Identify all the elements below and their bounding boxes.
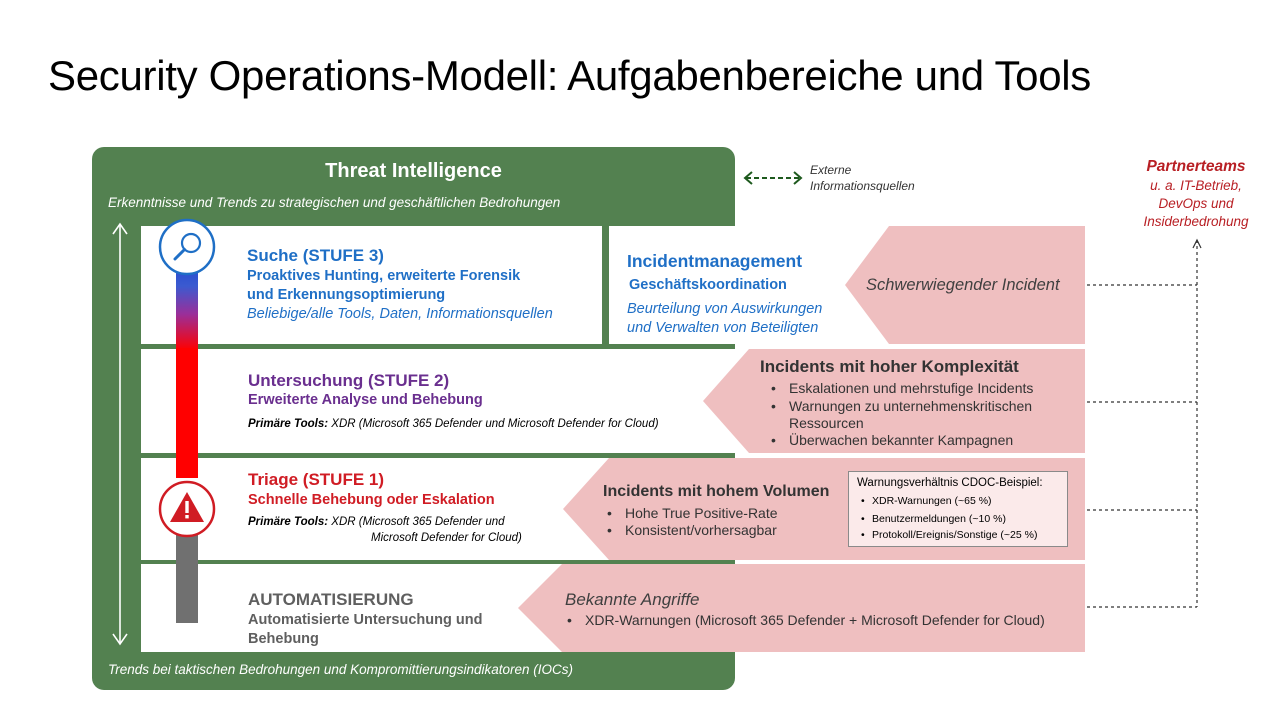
escalation-bar-bottom	[176, 520, 198, 623]
high-volume-title: Incidents mit hohem Volumen	[603, 483, 830, 500]
tier1-subtitle: Schnelle Behebung oder Eskalation	[248, 492, 495, 508]
tier2-tools: Primäre Tools: XDR (Microsoft 365 Defend…	[248, 418, 659, 430]
high-volume-item: Hohe True Positive-Rate	[607, 505, 777, 521]
external-sources-arrow-icon	[743, 171, 803, 185]
incident-management-subtitle: Geschäftskoordination	[629, 277, 787, 293]
tier3-line2: und Erkennungsoptimierung	[247, 287, 446, 303]
high-complexity-item: Überwachen bekannter Kampagnen	[771, 432, 1013, 448]
high-complexity-item: Warnungen zu unternehmenskritischen	[771, 398, 1032, 414]
tier2-subtitle: Erweiterte Analyse und Behebung	[248, 392, 483, 408]
tier3-tools: Beliebige/alle Tools, Daten, Information…	[247, 306, 553, 322]
threat-intelligence-title: Threat Intelligence	[325, 160, 502, 182]
partner-teams-line: Insiderbedrohung	[1143, 214, 1249, 229]
alert-ratio-item: Protokoll/Ereignis/Sonstige (~25 %)	[861, 529, 1038, 541]
tier2-tools-label: Primäre Tools:	[248, 418, 329, 430]
alert-ratio-title: Warnungsverhältnis CDOC-Beispiel:	[857, 477, 1043, 489]
high-complexity-title: Incidents mit hoher Komplexität	[760, 357, 1019, 376]
warning-triangle-icon	[158, 480, 216, 538]
known-attacks-title: Bekannte Angriffe	[565, 590, 700, 609]
vertical-double-arrow-icon	[112, 222, 128, 646]
partner-teams-line: u. a. IT-Betrieb,	[1150, 178, 1242, 193]
tier1-tools-text2: Microsoft Defender for Cloud)	[371, 532, 522, 544]
partner-teams-line: DevOps und	[1158, 196, 1234, 211]
incident-management-desc1: Beurteilung von Auswirkungen	[627, 301, 823, 317]
incident-management-desc2: und Verwalten von Beteiligten	[627, 320, 819, 336]
magnifier-icon	[158, 218, 216, 276]
page-title: Security Operations-Modell: Aufgabenbere…	[48, 52, 1092, 99]
external-sources-label2: Informationsquellen	[810, 179, 915, 193]
severe-incident-label: Schwerwiegender Incident	[866, 276, 1060, 294]
tier3-title: Suche (STUFE 3)	[247, 246, 384, 265]
threat-intelligence-bottom-text: Trends bei taktischen Bedrohungen und Ko…	[108, 662, 573, 677]
partner-connector-lines	[1087, 238, 1202, 608]
threat-intelligence-subtitle: Erkenntnisse und Trends zu strategischen…	[108, 195, 561, 210]
escalation-bar-top	[176, 270, 198, 350]
automation-line1: Automatisierte Untersuchung und	[248, 612, 483, 628]
tier1-tools: Primäre Tools: XDR (Microsoft 365 Defend…	[248, 516, 505, 528]
automation-line2: Behebung	[248, 631, 319, 647]
alert-ratio-item: XDR-Warnungen (~65 %)	[861, 495, 992, 507]
severe-incident-chevron	[845, 226, 1085, 344]
tier2-tools-text: XDR (Microsoft 365 Defender und Microsof…	[328, 418, 659, 430]
high-complexity-item: Eskalationen und mehrstufige Incidents	[771, 380, 1033, 396]
tier1-tools-text1: XDR (Microsoft 365 Defender und	[328, 516, 505, 528]
known-attacks-chevron	[518, 564, 1085, 652]
tier1-title: Triage (STUFE 1)	[248, 470, 385, 489]
partner-teams-title: Partnerteams	[1146, 158, 1246, 175]
high-complexity-item-continued: Ressourcen	[789, 415, 864, 431]
tier1-tools-label: Primäre Tools:	[248, 516, 329, 528]
automation-title: AUTOMATISIERUNG	[248, 590, 414, 609]
incident-management-title: Incidentmanagement	[627, 251, 803, 271]
tier2-title: Untersuchung (STUFE 2)	[248, 371, 450, 390]
tier3-line1: Proaktives Hunting, erweiterte Forensik	[247, 268, 521, 284]
external-sources-label1: Externe	[810, 163, 852, 177]
escalation-bar-middle	[176, 348, 198, 478]
high-volume-item: Konsistent/vorhersagbar	[607, 522, 777, 538]
known-attacks-item: XDR-Warnungen (Microsoft 365 Defender + …	[567, 612, 1045, 628]
tier3-panel	[141, 226, 602, 344]
alert-ratio-item: Benutzermeldungen (~10 %)	[861, 513, 1006, 525]
